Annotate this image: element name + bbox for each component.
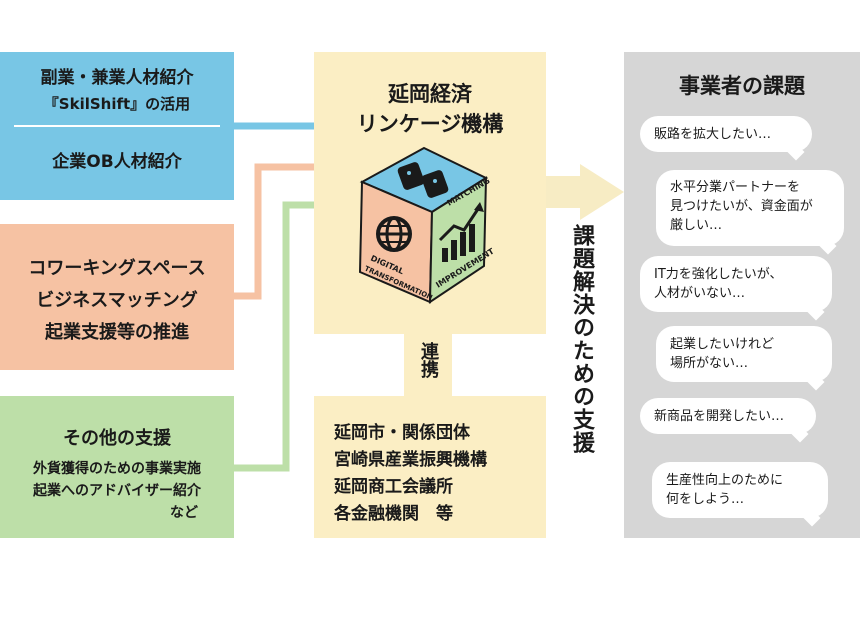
cooperation-connector: 連携 [404,334,452,396]
left-box-other: その他の支援 外貨獲得のための事業実施 起業へのアドバイザー紹介 など [0,396,234,538]
support-label: 課題解決のための支援 [569,224,594,454]
other-line-2: 起業へのアドバイザー紹介 [33,483,201,499]
issue-text: 何をしよう… [666,492,745,507]
bar-chart-icon [438,202,484,262]
issue-bubble: 水平分業パートナーを 見つけたいが、資金面が 厳しい… [656,170,844,255]
cooperation-label: 連携 [418,342,439,378]
other-line-1: 外貨獲得のための事業実施 [33,461,201,477]
partner-item: 宮崎県産業振興機構 [334,450,487,470]
issue-text: 販路を拡大したい… [654,127,772,142]
issue-text: 見つけたいが、資金面が [670,199,813,214]
issue-text: 起業したいけれど [670,337,775,352]
issue-text: 場所がない… [670,356,749,371]
partner-item: 延岡商工会議所 [334,477,453,497]
cube-right-face [428,176,488,304]
left-box-business: コワーキングスペース ビジネスマッチング 起業支援等の推進 [0,224,234,370]
issue-text: 厳しい… [670,218,723,233]
partner-item: 延岡市・関係団体 [334,423,470,443]
issue-bubble: IT力を強化したいが、 人材がいない… [640,256,832,321]
business-line-1: コワーキングスペース [28,258,206,279]
partners-box: 延岡市・関係団体 宮崎県産業振興機構 延岡商工会議所 各金融機関 等 [314,396,546,538]
linkage-title-2: リンケージ機構 [356,112,504,136]
hr-divider [14,125,220,127]
hr-line-3: 企業OB人材紹介 [52,152,182,172]
issue-text: 人材がいない… [654,286,746,301]
other-title: その他の支援 [63,428,171,449]
orange-connector [234,163,316,300]
partner-item: 各金融機関 等 [334,504,453,524]
support-arrow [546,164,624,220]
globe-icon [376,216,412,252]
linkage-org-box: 延岡経済 リンケージ機構 MATCHING DIGITAL TRANSFORMA… [314,52,546,334]
left-box-hr: 副業・兼業人材紹介 『SkilShift』の活用 企業OB人材紹介 [0,52,234,200]
matching-icon [397,162,449,198]
issue-bubble: 生産性向上のために 何をしよう… [652,462,828,527]
business-line-2: ビジネスマッチング [36,290,198,311]
issue-text: 水平分業パートナーを [670,180,801,195]
issue-bubble: 販路を拡大したい… [640,116,812,161]
green-connector [234,201,316,472]
hr-line-2: 『SkilShift』の活用 [43,95,191,113]
issue-bubble: 起業したいけれど 場所がない… [656,326,832,391]
issue-text: 新商品を開発したい… [654,409,785,424]
issue-bubble: 新商品を開発したい… [640,398,816,443]
issues-title: 事業者の課題 [679,74,805,98]
business-line-3: 起業支援等の推進 [45,322,189,343]
issue-text: IT力を強化したいが、 [654,267,783,282]
hr-line-1: 副業・兼業人材紹介 [40,68,194,88]
issue-text: 生産性向上のために [666,473,784,488]
other-line-3: など [170,505,198,521]
cube-graphic: MATCHING DIGITAL TRANSFORMATION IMPROVEM… [358,146,496,304]
linkage-title-1: 延岡経済 [388,82,472,106]
